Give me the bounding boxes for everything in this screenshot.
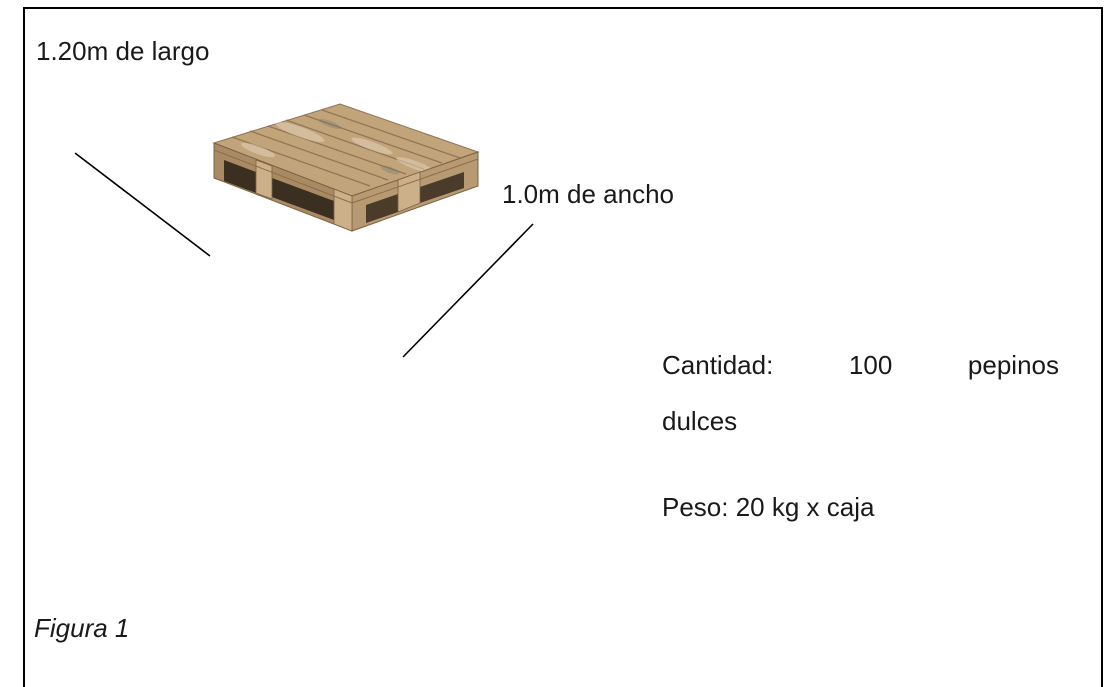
pallet-illustration (212, 103, 480, 232)
quantity-count: 100 (848, 350, 893, 380)
width-leader-line (402, 223, 534, 358)
quantity-item-word: pepinos (967, 350, 1059, 380)
figure-caption: Figura 1 (34, 613, 130, 643)
quantity-item-continuation: dulces (662, 406, 738, 436)
quantity-line: Cantidad: 100 pepinos (662, 349, 1059, 381)
quantity-block: Cantidad: 100 pepinos dulces (662, 349, 1059, 437)
figure-frame (23, 7, 1103, 687)
length-leader-line (74, 152, 211, 257)
quantity-label: Cantidad: (662, 350, 774, 380)
length-label: 1.20m de largo (36, 36, 210, 66)
width-label: 1.0m de ancho (502, 179, 675, 209)
weight-label: Peso: 20 kg x caja (662, 492, 875, 522)
